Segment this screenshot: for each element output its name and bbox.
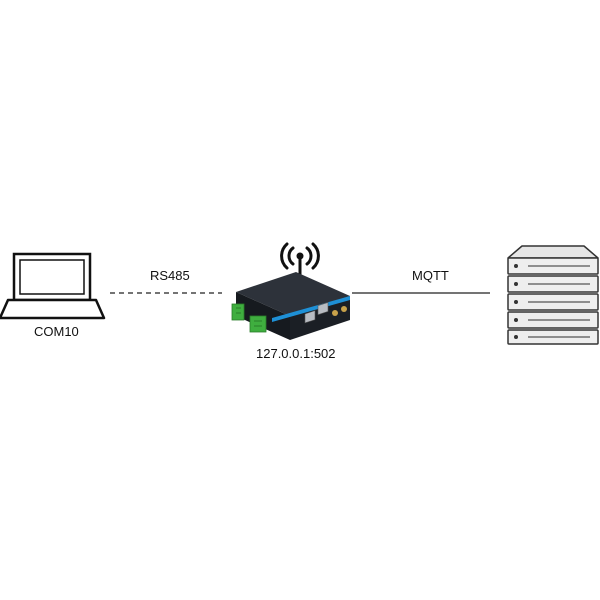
mqtt-link-label: MQTT bbox=[412, 268, 449, 283]
laptop-label: COM10 bbox=[34, 324, 79, 339]
rs485-link-label: RS485 bbox=[150, 268, 190, 283]
gateway-address-label: 127.0.0.1:502 bbox=[256, 346, 336, 361]
